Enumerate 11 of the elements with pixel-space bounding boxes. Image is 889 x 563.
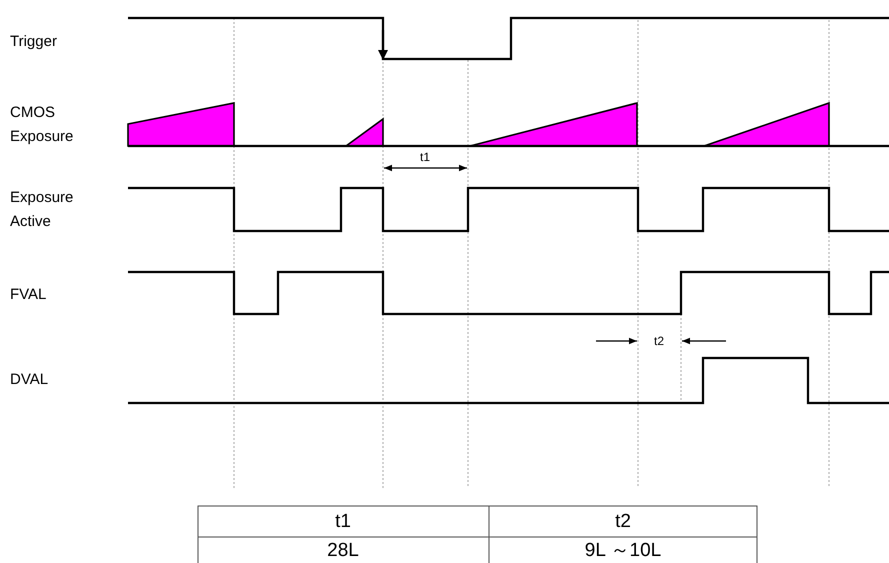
dimension-label: t2 xyxy=(654,334,664,348)
dimension-label: t1 xyxy=(420,150,430,164)
table-cell: t1 xyxy=(335,512,351,532)
signal-name: Trigger xyxy=(10,32,58,52)
signal-name: DVAL xyxy=(10,370,50,390)
table-cell: 9L ～10L xyxy=(584,541,662,561)
signal-name: CMOS Exposure xyxy=(10,103,74,147)
table-cell: t2 xyxy=(615,512,631,532)
signal-name: Exposure Active xyxy=(10,188,74,232)
signal-name: FVAL xyxy=(10,285,48,305)
table-cell: 28L xyxy=(327,541,359,561)
